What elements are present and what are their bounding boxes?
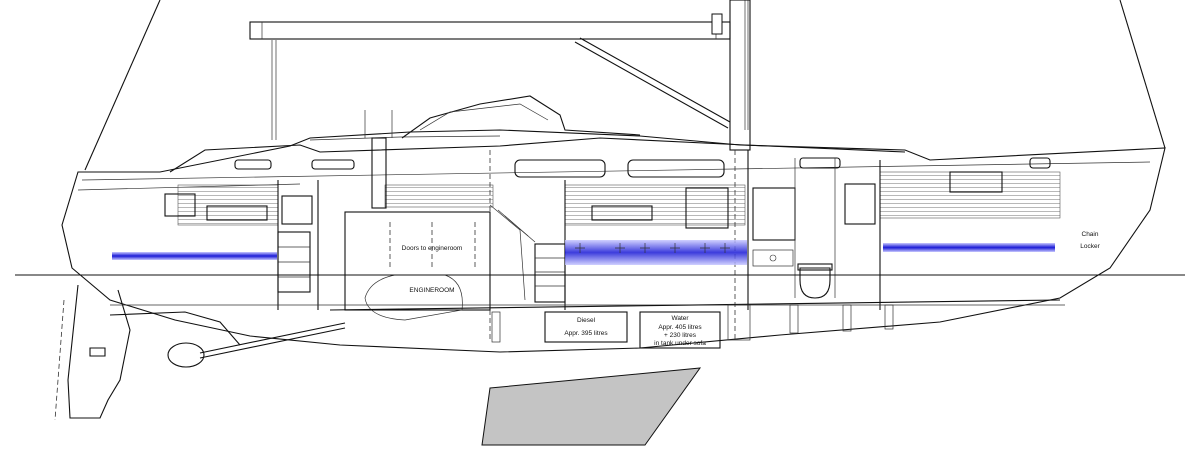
waterline-band <box>112 240 1055 265</box>
doors-label: Doors to engineroom <box>402 245 463 252</box>
locker-label: Locker <box>1080 243 1100 250</box>
diesel-volume: Appr. 395 litres <box>564 330 608 337</box>
diesel-title: Diesel <box>577 317 596 324</box>
bilge-floors <box>329 299 1061 343</box>
water-extra: + 230 litres <box>664 332 697 339</box>
drawers <box>278 246 565 287</box>
cabin-panels <box>177 171 1061 226</box>
deck-line <box>169 135 906 173</box>
water-volume: Appr. 405 litres <box>658 324 702 331</box>
toilet <box>797 263 833 299</box>
galley-unit <box>752 249 794 267</box>
settee-markers <box>575 243 730 253</box>
doghouse <box>401 95 641 139</box>
engineroom-label: ENGINEROOM <box>409 287 454 294</box>
deck-windows <box>234 157 1051 178</box>
water-note: in tank under sofa <box>654 340 706 347</box>
companionway <box>489 204 536 301</box>
rudder <box>54 284 241 421</box>
diesel-tank: Diesel Appr. 395 litres <box>544 311 628 343</box>
chain-label: Chain <box>1082 231 1099 238</box>
boom <box>249 13 731 40</box>
exhaust-stack <box>364 110 393 209</box>
keel <box>481 367 702 446</box>
interior-bulkheads <box>110 150 1065 340</box>
engine-room <box>344 211 491 321</box>
propeller-shaft <box>167 322 346 368</box>
mast <box>729 0 751 151</box>
water-tank: Water Appr. 405 litres + 230 litres in t… <box>639 311 721 349</box>
boom-vang <box>574 37 731 129</box>
water-title: Water <box>671 315 689 322</box>
sail-outline <box>84 0 1166 171</box>
